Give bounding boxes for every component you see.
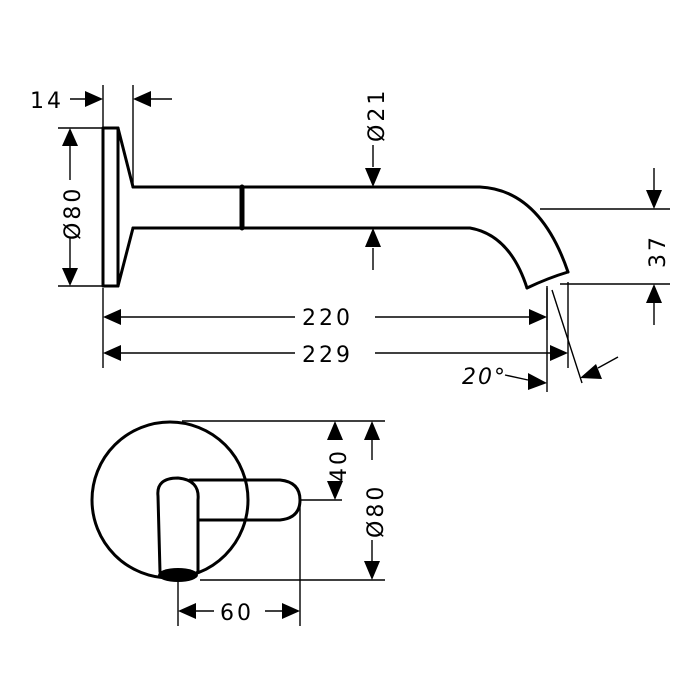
spout-body bbox=[131, 185, 570, 290]
dim-spout-diameter: Ø21 bbox=[365, 88, 390, 270]
dim-label-229: 229 bbox=[302, 343, 353, 368]
dim-rosette-thickness: 14 bbox=[30, 85, 172, 187]
dim-front-diameter: Ø80 bbox=[200, 421, 389, 581]
dim-label-220: 220 bbox=[302, 306, 353, 331]
dim-label-37: 37 bbox=[646, 234, 671, 268]
dim-label-40: 40 bbox=[327, 448, 352, 482]
handle-body bbox=[156, 476, 200, 579]
dim-label-side-80: Ø80 bbox=[61, 186, 86, 240]
front-rosette bbox=[90, 420, 250, 580]
outlet-aerator bbox=[158, 568, 198, 582]
handle-lever bbox=[188, 478, 302, 522]
dim-outlet-angle: 20° bbox=[462, 288, 619, 392]
spout-outlet bbox=[525, 270, 570, 290]
rosette-plate bbox=[101, 126, 120, 288]
dim-rosette-diameter: Ø80 bbox=[58, 127, 103, 287]
front-view bbox=[90, 420, 302, 582]
dim-spout-drop: 37 bbox=[540, 168, 671, 325]
dim-label-14: 14 bbox=[30, 89, 64, 114]
dim-label-60: 60 bbox=[220, 601, 254, 626]
rosette-cone bbox=[116, 126, 135, 288]
dim-label-20deg: 20° bbox=[462, 365, 507, 390]
dim-label-21: Ø21 bbox=[365, 88, 390, 142]
side-view bbox=[101, 126, 570, 290]
dim-handle-width: 60 bbox=[177, 505, 301, 626]
dim-handle-height: 40 bbox=[182, 420, 385, 501]
dim-projection-229: 229 bbox=[103, 282, 569, 368]
dim-projection-220: 220 bbox=[102, 286, 548, 368]
dim-label-front-80: Ø80 bbox=[364, 484, 389, 538]
